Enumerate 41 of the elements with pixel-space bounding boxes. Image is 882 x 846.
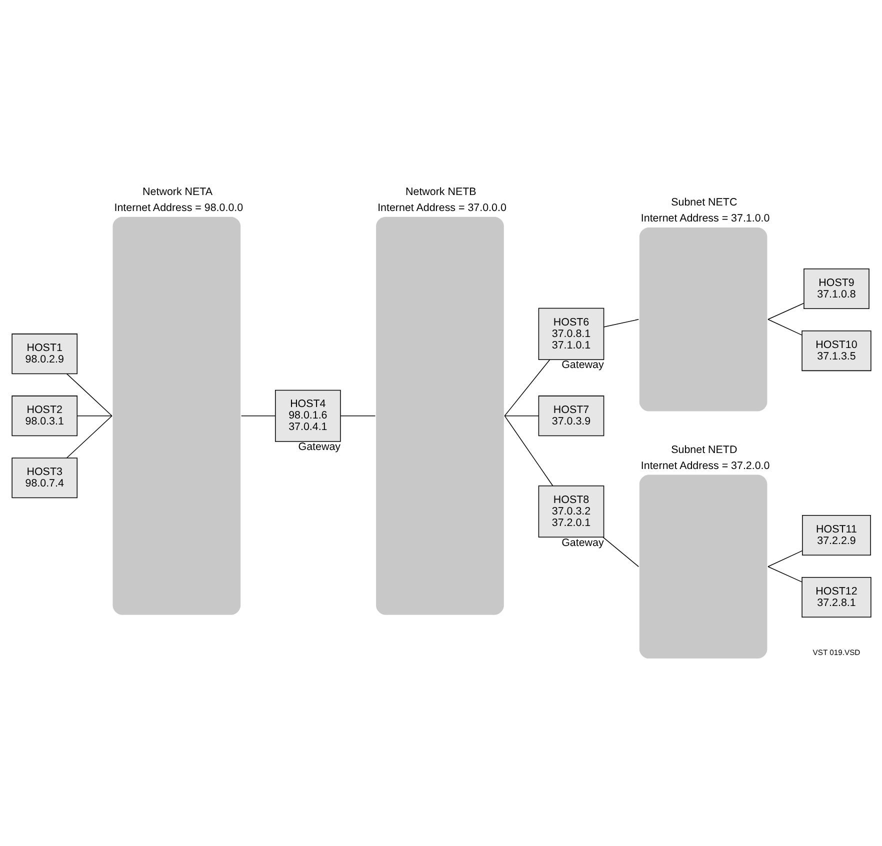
node-label: Network NETB (405, 185, 476, 198)
node-box: HOST12 37.2.8.1 (801, 576, 871, 618)
node-label: Internet Address = 98.0.0.0 (114, 201, 243, 214)
connector (66, 414, 112, 458)
node-box: HOST1 98.0.2.9 (11, 333, 78, 374)
connector (66, 372, 112, 416)
connector (767, 318, 802, 335)
node-box (376, 216, 504, 614)
node-box (112, 216, 240, 614)
node-box: HOST11 37.2.2.9 (802, 514, 870, 556)
connector (504, 414, 538, 416)
connector (76, 414, 112, 416)
node-label: Gateway (561, 536, 604, 548)
node-box: HOST9 37.1.0.8 (803, 268, 869, 309)
node-label: Internet Address = 37.2.0.0 (640, 459, 770, 472)
node-box (638, 474, 767, 658)
node-box: HOST4 98.0.1.6 37.0.4.1 (274, 389, 340, 442)
connector (767, 550, 802, 567)
node-label: Internet Address = 37.1.0.0 (640, 212, 770, 224)
label: VST 019.VSD (812, 648, 860, 657)
node-box: HOST10 37.1.3.5 (801, 330, 871, 371)
connector (603, 318, 638, 327)
node-label: Network NETA (142, 185, 212, 198)
connector (767, 566, 802, 582)
connector (504, 414, 553, 486)
connector (767, 302, 804, 320)
node-box: HOST2 98.0.3.1 (11, 395, 78, 436)
node-label: Gateway (298, 440, 340, 453)
connector (340, 414, 376, 416)
connector (240, 414, 276, 416)
node-label: Internet Address = 37.0.0.0 (377, 201, 506, 214)
connector (504, 358, 550, 416)
node-box (638, 227, 767, 411)
node-label: Subnet NETC (670, 196, 737, 208)
node-box: HOST8 37.0.3.2 37.2.0.1 (538, 485, 604, 538)
node-box: HOST7 37.0.3.9 (538, 395, 604, 436)
node-label: Gateway (561, 358, 604, 371)
connector (602, 536, 638, 567)
node-box: HOST3 98.0.7.4 (11, 457, 78, 498)
node-box: HOST6 37.0.8.1 37.1.0.1 (538, 307, 604, 360)
node-label: Subnet NETD (670, 443, 737, 456)
